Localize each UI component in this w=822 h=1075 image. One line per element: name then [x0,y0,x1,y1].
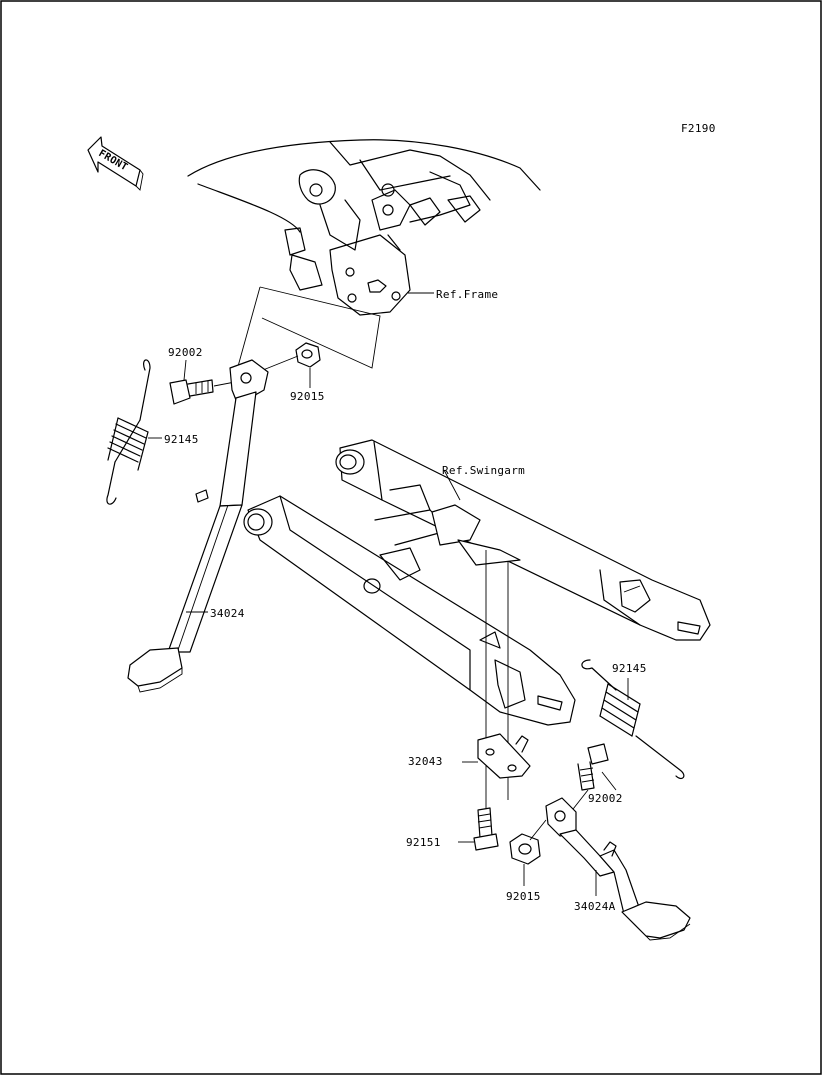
part-label-32043: 32043 [408,755,443,768]
side-stand-34024A [545,797,691,941]
part-label-34024: 34024 [210,607,245,620]
part-label-92002-b: 92002 [588,792,623,805]
ref-swingarm-label: Ref.Swingarm [442,464,525,477]
part-label-92015-b: 92015 [506,890,541,903]
bolt-92002-a [169,379,214,405]
ref-frame-label: Ref.Frame [436,288,498,301]
nut-92015-b [509,833,541,865]
swingarm-illustration [243,439,711,726]
side-stand-34024 [127,359,269,693]
front-arrow-icon: FRONT [87,136,144,191]
figure-code: F2190 [681,122,716,135]
nut-92015-a [295,342,321,368]
bracket-32043 [477,733,531,779]
part-label-92002-a: 92002 [168,346,203,359]
frame-illustration [187,139,541,316]
spring-92145-b [581,659,685,780]
part-label-92151: 92151 [406,836,441,849]
bolt-92151 [473,807,499,851]
part-label-34024A: 34024A [574,900,616,913]
spring-92145-a [106,359,151,505]
bolt-92002-b [577,743,609,791]
part-label-92015-a: 92015 [290,390,325,403]
part-label-92145-b: 92145 [612,662,647,675]
part-label-92145-a: 92145 [164,433,199,446]
